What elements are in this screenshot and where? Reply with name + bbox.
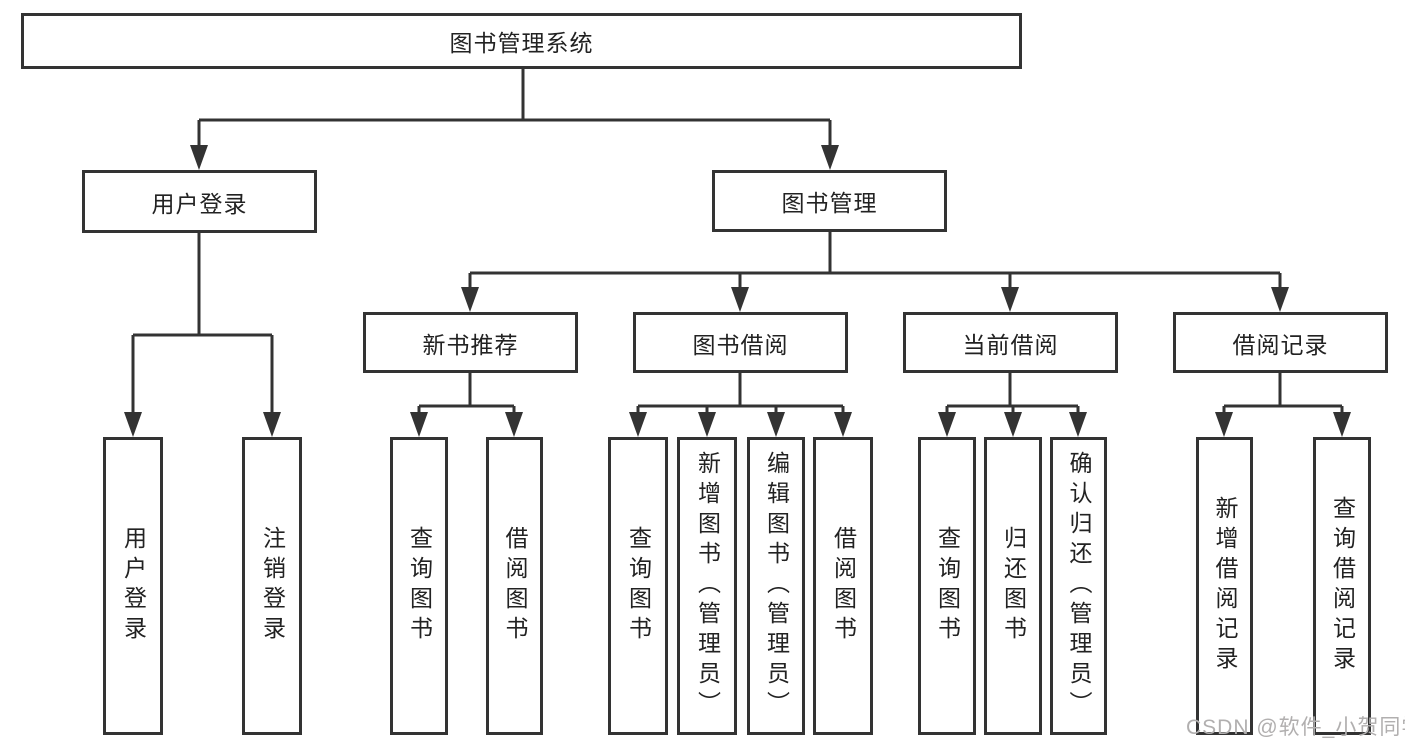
leaf-query-books-recommend-label: 查询图书 (406, 526, 433, 646)
arrowhead (190, 145, 208, 170)
arrowhead (938, 412, 956, 437)
node-current-borrow: 当前借阅 (903, 312, 1118, 373)
node-new-book-recommend-label: 新书推荐 (422, 331, 519, 358)
arrowhead (1069, 412, 1087, 437)
leaf-query-books-recommend: 查询图书 (390, 437, 448, 735)
node-book-borrow: 图书借阅 (633, 312, 848, 373)
node-user-login: 用户登录 (82, 170, 317, 233)
node-root-label: 图书管理系统 (449, 30, 594, 56)
arrowhead (410, 412, 428, 437)
arrowhead (124, 412, 142, 437)
leaf-user-login: 用户登录 (103, 437, 163, 735)
leaf-borrow-books-recommend-label: 借阅图书 (502, 526, 528, 646)
arrowhead (1004, 412, 1022, 437)
leaf-query-borrow-record: 查询借阅记录 (1313, 437, 1371, 735)
leaf-add-borrow-record-label: 新增借阅记录 (1212, 496, 1238, 676)
leaf-return-books-label: 归还图书 (1000, 526, 1027, 646)
leaf-add-borrow-record: 新增借阅记录 (1196, 437, 1253, 735)
leaf-borrow-books-recommend: 借阅图书 (486, 437, 543, 735)
node-user-login-label: 用户登录 (151, 190, 248, 217)
node-book-management: 图书管理 (712, 170, 947, 232)
arrowhead (821, 145, 839, 170)
leaf-query-borrow-record-label: 查询借阅记录 (1329, 496, 1356, 676)
arrowhead (767, 412, 785, 437)
leaf-return-books: 归还图书 (984, 437, 1042, 735)
node-borrow-records: 借阅记录 (1173, 312, 1388, 373)
leaf-borrow-books: 借阅图书 (813, 437, 873, 735)
arrowhead (731, 287, 749, 312)
leaf-query-books-current: 查询图书 (918, 437, 976, 735)
leaf-confirm-return-admin: 确认归还（管理员） (1050, 437, 1107, 735)
arrowhead (834, 412, 852, 437)
arrowhead (505, 412, 523, 437)
leaf-confirm-return-admin-label: 确认归还（管理员） (1066, 451, 1092, 721)
csdn-watermark: CSDN @软件_小贺同学 (1186, 716, 1405, 739)
leaf-borrow-books-label: 借阅图书 (830, 526, 857, 646)
arrowhead (629, 412, 647, 437)
leaf-logout-label: 注销登录 (259, 526, 286, 646)
arrowhead (263, 412, 281, 437)
leaf-add-books-admin: 新增图书（管理员） (677, 437, 737, 735)
leaf-query-books-borrow: 查询图书 (608, 437, 668, 735)
arrowhead (1333, 412, 1351, 437)
arrowhead (698, 412, 716, 437)
leaf-query-books-borrow-label: 查询图书 (625, 526, 652, 646)
node-new-book-recommend: 新书推荐 (363, 312, 578, 373)
node-borrow-records-label: 借阅记录 (1232, 331, 1329, 358)
leaf-add-books-admin-label: 新增图书（管理员） (694, 451, 721, 721)
arrowhead (1215, 412, 1233, 437)
node-book-borrow-label: 图书借阅 (692, 331, 789, 358)
arrowhead (1001, 287, 1019, 312)
node-root: 图书管理系统 (21, 13, 1022, 69)
leaf-edit-books-admin: 编辑图书（管理员） (747, 437, 805, 735)
leaf-logout: 注销登录 (242, 437, 302, 735)
arrowhead (1271, 287, 1289, 312)
arrowhead (461, 287, 479, 312)
leaf-user-login-label: 用户登录 (120, 526, 147, 646)
node-book-management-label: 图书管理 (781, 190, 878, 216)
leaf-query-books-current-label: 查询图书 (934, 526, 961, 646)
node-current-borrow-label: 当前借阅 (962, 331, 1059, 358)
leaf-edit-books-admin-label: 编辑图书（管理员） (763, 451, 790, 721)
